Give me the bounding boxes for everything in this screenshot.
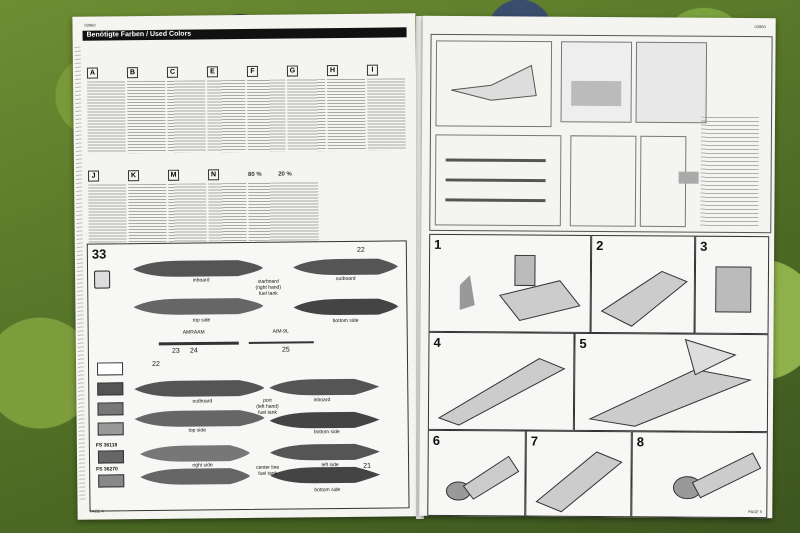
- step-33-box: 33 inboard: [86, 240, 410, 512]
- step-1-box: 1: [428, 233, 592, 333]
- color-table: A B C E F G H I J K M N 80 % 20 %: [86, 43, 407, 243]
- page-label: PAGE 5: [748, 509, 763, 515]
- ratio-80: 80 %: [248, 171, 262, 178]
- color-swatch: [97, 450, 125, 464]
- color-letter: I: [366, 64, 379, 76]
- color-letter: B: [126, 67, 139, 79]
- instruction-page-left: 03960 Benötigte Farben / Used Colors A B…: [72, 13, 421, 520]
- step-4-box: 4: [427, 331, 575, 431]
- parts-legend: [700, 116, 760, 228]
- color-letter: F: [246, 65, 259, 77]
- part-number: 21: [363, 462, 372, 470]
- step-number: 7: [530, 433, 539, 449]
- label-port-tank: port (left hand) fuel tank: [256, 397, 279, 416]
- wing-assembly-drawing: [588, 338, 752, 427]
- step-number: 4: [433, 334, 441, 350]
- label-top-side-2: top side: [188, 427, 206, 434]
- label-amraam: AMRAAM: [182, 329, 205, 336]
- color-swatch: [97, 402, 124, 416]
- fuel-tank-drawing: [133, 258, 399, 485]
- label-outboard: outboard: [335, 275, 356, 283]
- label-right-side: right side: [192, 462, 213, 469]
- label-aim9l: AIM-9L: [272, 328, 289, 335]
- binding-holes: [74, 46, 86, 500]
- step-2-box: 2: [590, 234, 696, 334]
- step-number: 5: [579, 335, 587, 351]
- color-letter: A: [86, 67, 99, 79]
- color-letter: J: [87, 170, 100, 182]
- part-number: 25: [281, 346, 290, 354]
- color-letter: G: [286, 65, 299, 77]
- label-inboard: inboard: [192, 277, 210, 284]
- color-letter: H: [326, 65, 339, 77]
- tail-drawing: [535, 451, 623, 513]
- color-swatch: [97, 382, 124, 396]
- sprue-drawing: [434, 40, 708, 228]
- part-number: 22: [152, 360, 160, 368]
- page-code: 03960: [84, 22, 96, 28]
- step-number: 6: [432, 432, 441, 448]
- step-number: 1: [434, 236, 442, 252]
- fuselage-drawing: [600, 270, 688, 327]
- step-number: 8: [636, 434, 645, 450]
- step-3-box: 3: [694, 235, 770, 335]
- step-5-box: 5: [573, 332, 769, 433]
- colors-title: Benötigte Farben / Used Colors: [82, 27, 407, 41]
- label-outboard-mid: outboard: [192, 398, 213, 405]
- color-swatch: [98, 474, 125, 488]
- page-code: 03960: [754, 24, 766, 30]
- step-8-box: 8: [631, 431, 768, 519]
- label-centerline-tank: center line fuel tank: [256, 464, 280, 477]
- fs-code: FS 36270: [96, 466, 118, 473]
- fs-code: FS 36118: [95, 442, 118, 449]
- part-number: 22: [356, 246, 365, 254]
- label-inboard-mid: inboard: [313, 397, 331, 404]
- step-7-box: 7: [525, 430, 632, 518]
- step-number: 2: [596, 237, 604, 254]
- page-label: PAGE 4: [89, 508, 104, 514]
- label-starboard-tank: starboard (right hand) fuel tank: [255, 278, 282, 297]
- step-6-box: 6: [427, 429, 526, 517]
- part-number: 23: [171, 347, 180, 355]
- label-bottom-side-3: bottom side: [314, 487, 341, 494]
- tank-diagrams: [133, 258, 399, 485]
- color-letter: M: [167, 169, 180, 181]
- label-bottom-side: bottom side: [332, 317, 359, 325]
- color-letter: K: [127, 170, 140, 182]
- part-number: 24: [189, 347, 198, 355]
- label-bottom-side-2: bottom side: [313, 429, 340, 436]
- exhaust-drawing: [445, 455, 520, 501]
- cockpit-drawing: [459, 254, 581, 322]
- intake-drawing: [715, 266, 752, 313]
- sprue-parts-diagram: [429, 33, 773, 234]
- color-letter: E: [206, 66, 219, 78]
- nozzle-drawing: [672, 452, 762, 500]
- instruction-page-right: 03960 1 2 3 4 5: [419, 15, 776, 519]
- step-number: 3: [700, 238, 708, 254]
- color-letter: C: [166, 66, 179, 78]
- fuselage-halves-drawing: [437, 358, 566, 426]
- color-letter: N: [207, 169, 220, 181]
- color-swatch: [97, 422, 124, 436]
- label-top-side: top side: [192, 317, 211, 324]
- label-left-side: left side: [321, 462, 339, 469]
- ratio-20: 20 %: [278, 171, 292, 178]
- color-swatch: [96, 362, 124, 376]
